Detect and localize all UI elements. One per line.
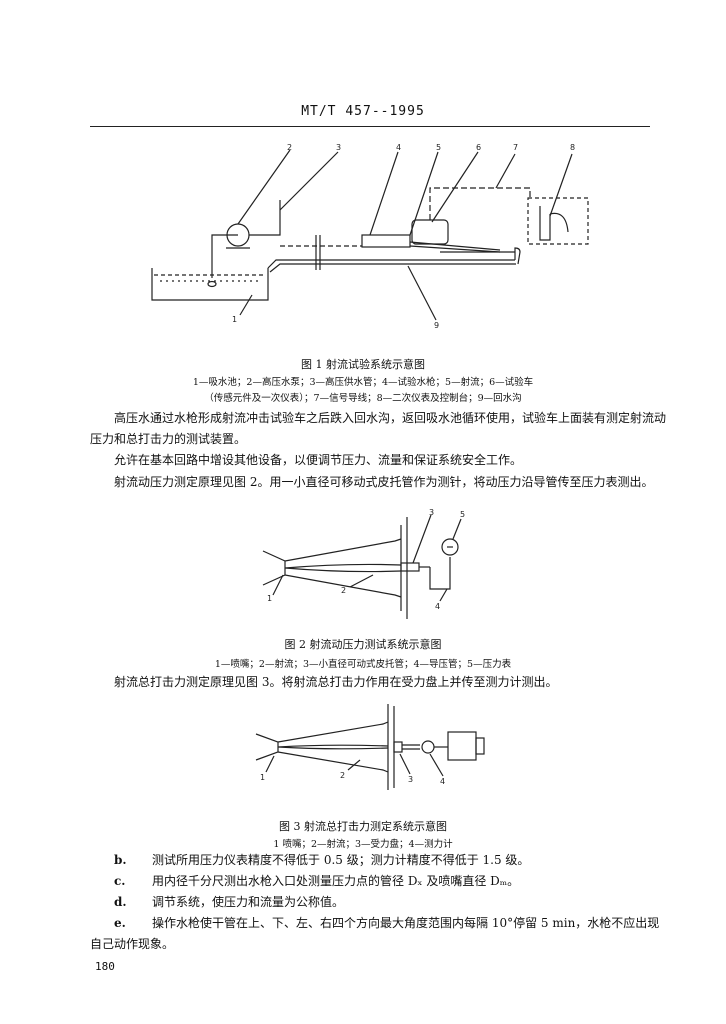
list-item-label: b. bbox=[114, 853, 127, 867]
document-header: MT/T 457--1995 bbox=[301, 104, 425, 119]
fig3-force-disc bbox=[393, 741, 403, 753]
fig2-nozzle bbox=[262, 550, 286, 586]
fig2-jet bbox=[284, 563, 402, 573]
figure-3-legend: 1 喷嘴；2—射流；3—受力盘；4—测力计 bbox=[273, 839, 453, 850]
list-item-e: e.操作水枪使干管在上、下、左、右四个方向最大角度范围内每隔 10°停留 5 m… bbox=[90, 913, 666, 955]
fig1-test-car bbox=[411, 219, 449, 245]
fig3-label-3: 3 bbox=[408, 775, 413, 784]
fig1-label-8: 8 bbox=[570, 143, 575, 152]
fig3-label-4: 4 bbox=[440, 777, 445, 786]
fig3-label-1: 1 bbox=[260, 773, 265, 782]
list-item-d: d. 调节系统，使压力和流量为公称值。 bbox=[90, 892, 666, 913]
fig1-label-3: 3 bbox=[336, 143, 341, 152]
fig2-pressure-line bbox=[429, 557, 451, 590]
figure-1-legend-line-2: （传感元件及一次仪表）；7—信号导线；8—二次仪表及控制台；9—回水沟 bbox=[204, 393, 522, 404]
fig1-sump bbox=[151, 268, 269, 301]
fig3-dynamometer bbox=[447, 731, 477, 761]
fig2-pressure-gauge bbox=[441, 538, 459, 556]
fig1-signal-wire bbox=[429, 187, 531, 220]
fig1-supply-pipe bbox=[249, 200, 281, 236]
fig2-pitot-tube bbox=[400, 562, 420, 572]
fig1-label-1: 1 bbox=[232, 315, 237, 324]
figure-3-diagram: 1 2 3 4 bbox=[255, 704, 485, 790]
paragraph-4: 射流总打击力测定原理见图 3。将射流总打击力作用在受力盘上并传至测力计测出。 bbox=[114, 675, 558, 689]
figure-2-diagram: 1 2 3 4 5 bbox=[262, 508, 465, 619]
fig3-jet bbox=[277, 744, 389, 750]
fig1-label-6: 6 bbox=[476, 143, 481, 152]
fig1-suction-pipe bbox=[211, 234, 238, 278]
figure-1-legend-line-1: 1—吸水池；2—高压水泵；3—高压供水管；4—试验水枪；5—射流；6—试验车 bbox=[192, 377, 534, 388]
fig3-label-2: 2 bbox=[340, 771, 345, 780]
fig1-label-9: 9 bbox=[434, 321, 439, 330]
list-item-text: 用内径千分尺测出水枪入口处测量压力点的管径 Dₓ 及喷嘴直径 Dₘ。 bbox=[152, 874, 520, 888]
header-rule bbox=[90, 126, 650, 127]
figure-2-legend: 1—喷嘴；2—射流；3—小直径可动式皮托管；4—导压管；5—压力表 bbox=[214, 659, 512, 670]
list-item-label: e. bbox=[114, 916, 126, 930]
fig2-label-2: 2 bbox=[341, 586, 346, 595]
list-item-c: c. 用内径千分尺测出水枪入口处测量压力点的管径 Dₓ 及喷嘴直径 Dₘ。 bbox=[90, 871, 666, 892]
figure-1-caption: 图 1 射流试验系统示意图 bbox=[301, 358, 425, 371]
figure-3-caption: 图 3 射流总打击力测定系统示意图 bbox=[279, 820, 447, 833]
list-item-text: 调节系统，使压力和流量为公称值。 bbox=[152, 895, 345, 909]
list-item-label: d. bbox=[114, 895, 127, 909]
fig1-label-4: 4 bbox=[396, 143, 401, 152]
fig1-label-7: 7 bbox=[513, 143, 518, 152]
fig2-label-5: 5 bbox=[460, 510, 465, 519]
paragraph-3: 射流动压力测定原理见图 2。用一小直径可移动式皮托管作为测针，将动压力沿导管传至… bbox=[114, 475, 654, 489]
figure-2-caption: 图 2 射流动压力测试系统示意图 bbox=[284, 638, 442, 651]
fig1-label-2: 2 bbox=[287, 143, 292, 152]
list-item-b: b. 测试所用压力仪表精度不得低于 0.5 级；测力计精度不得低于 1.5 级。 bbox=[90, 850, 666, 871]
page-number: 180 bbox=[95, 960, 115, 973]
fig2-label-1: 1 bbox=[267, 594, 272, 603]
paragraph-1: 高压水通过水枪形成射流冲击试验车之后跌入回水沟，返回吸水池循环使用，试验车上面装… bbox=[90, 411, 667, 446]
fig3-nozzle bbox=[255, 733, 279, 761]
figure-1-diagram: 1 2 3 4 5 6 7 8 9 bbox=[151, 143, 589, 330]
fig2-label-3: 3 bbox=[429, 508, 434, 517]
fig1-water-gun bbox=[361, 234, 411, 248]
fig2-label-4: 4 bbox=[435, 602, 440, 611]
list-item-text: 测试所用压力仪表精度不得低于 0.5 级；测力计精度不得低于 1.5 级。 bbox=[152, 853, 530, 867]
list-item-label: c. bbox=[114, 874, 126, 888]
fig1-return-channel bbox=[267, 259, 515, 269]
fig1-control-desk bbox=[527, 197, 589, 245]
list-item-text: 操作水枪使干管在上、下、左、右四个方向最大角度范围内每隔 10°停留 5 min… bbox=[90, 916, 660, 951]
paragraph-2: 允许在基本回路中增设其他设备，以便调节压力、流量和保证系统安全工作。 bbox=[114, 453, 523, 467]
fig1-label-5: 5 bbox=[436, 143, 441, 152]
